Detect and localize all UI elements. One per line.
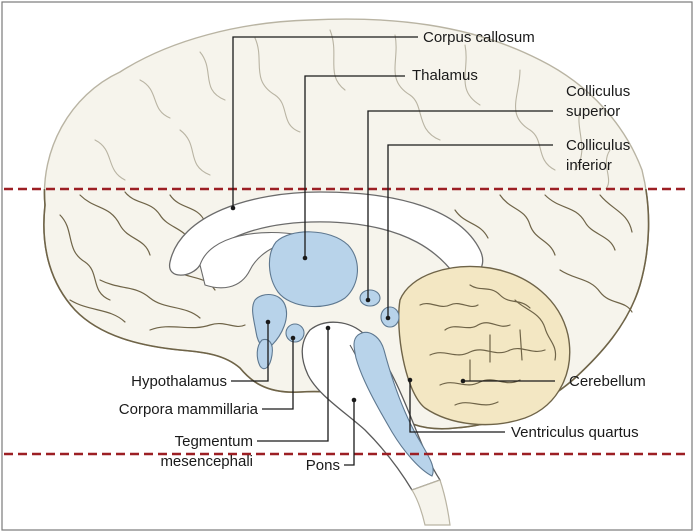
colliculus-superior-shape (360, 290, 380, 306)
mammillary-body-shape (286, 324, 304, 342)
label-corpus-callosum: Corpus callosum (423, 29, 535, 46)
label-pons: Pons (306, 457, 340, 474)
label-tegmentum-line1: Tegmentum (175, 433, 253, 450)
label-thalamus: Thalamus (412, 67, 478, 84)
label-ventriculus-quartus: Ventriculus quartus (511, 424, 639, 441)
thalamus-shape (269, 232, 357, 307)
label-colliculus-inferior-line1: Colliculus (566, 137, 630, 154)
label-corpora-mammillaria: Corpora mammillaria (119, 401, 259, 418)
label-colliculus-inferior-line2: inferior (566, 157, 612, 174)
label-hypothalamus: Hypothalamus (131, 373, 227, 390)
label-cerebellum: Cerebellum (569, 373, 646, 390)
label-colliculus-superior-line1: Colliculus (566, 83, 630, 100)
label-colliculus-superior-line2: superior (566, 103, 620, 120)
label-tegmentum-line2: mesencephali (160, 453, 253, 470)
